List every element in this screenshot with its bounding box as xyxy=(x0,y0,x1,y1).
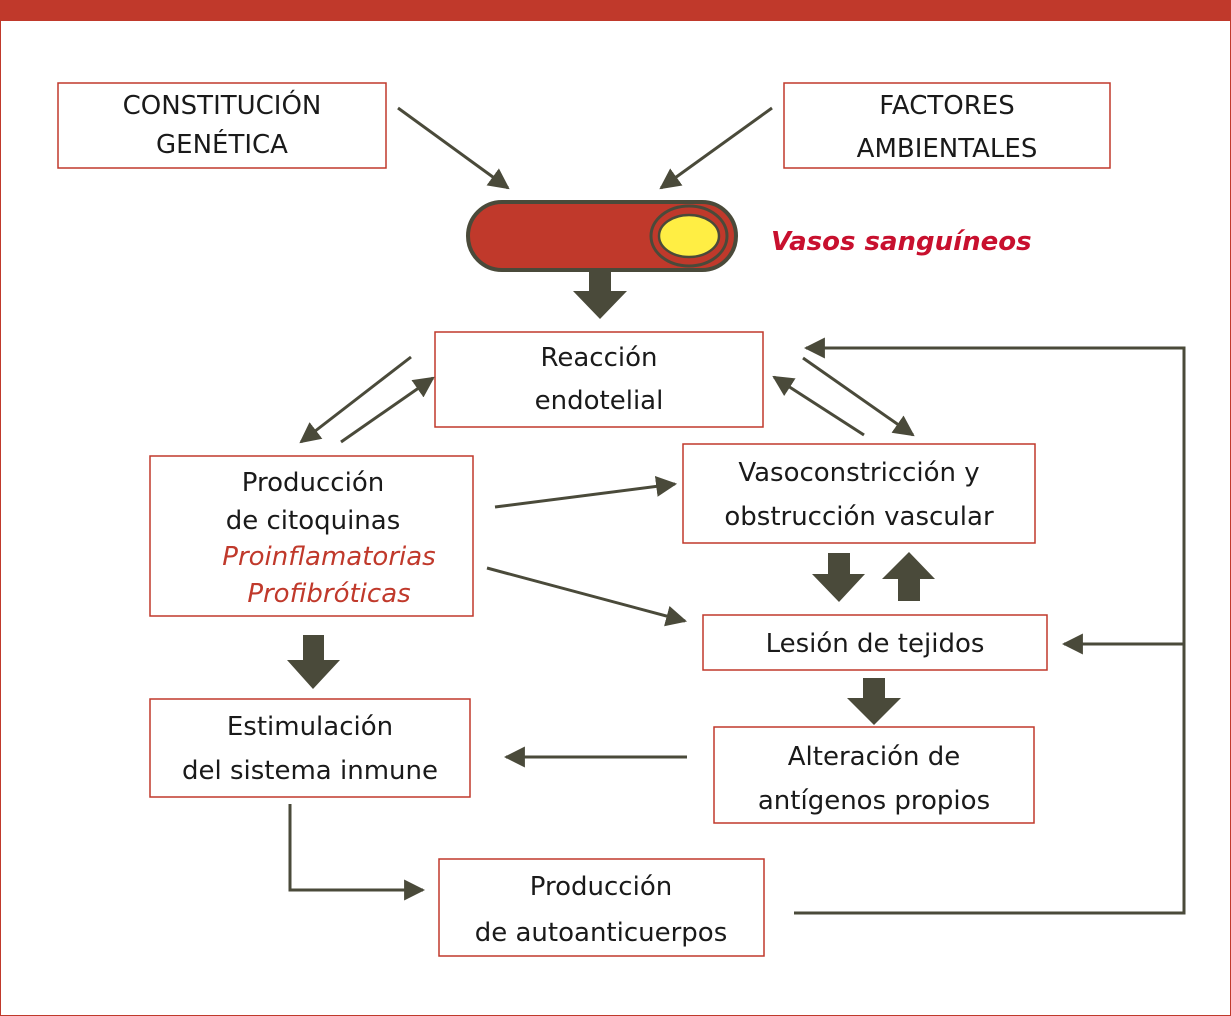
block-arrow-cytokines-to-immune xyxy=(287,635,340,689)
arrow-environmental-to-vessel xyxy=(659,106,773,190)
node-cytokines: Producción de citoquinas Proinflamatoria… xyxy=(149,455,474,617)
node-antigens: Alteración de antígenos propios xyxy=(713,726,1035,824)
node-antigens-line2: antígenos propios xyxy=(758,786,990,816)
node-autoantibodies: Producción de autoanticuerpos xyxy=(438,858,765,957)
arrow-cytokines-to-endothelial xyxy=(340,376,435,444)
block-arrow-tissue-to-antigens xyxy=(847,678,901,725)
arrow-cytokines-to-vasoconstriction xyxy=(494,475,678,509)
block-arrow-tissue-to-vasoconstriction xyxy=(882,552,935,601)
node-immune: Estimulación del sistema inmune xyxy=(149,698,471,798)
node-tissue-injury: Lesión de tejidos xyxy=(702,614,1048,671)
node-genetic-line1: CONSTITUCIÓN xyxy=(123,89,322,121)
arrow-vasoconstriction-to-endothelial xyxy=(772,375,865,437)
blood-vessel-icon xyxy=(466,200,738,272)
title-band xyxy=(1,1,1230,21)
node-environmental-line2: AMBIENTALES xyxy=(857,134,1038,164)
arrow-cytokines-to-tissue-injury xyxy=(486,566,688,627)
node-vasoconstriction-line2: obstrucción vascular xyxy=(724,502,994,532)
node-autoantibodies-line1: Producción xyxy=(530,872,672,902)
node-cytokines-proinflammatory: Proinflamatorias xyxy=(222,542,435,572)
block-arrow-vessel-to-endothelial xyxy=(573,270,627,319)
node-cytokines-line2: de citoquinas xyxy=(226,506,401,536)
block-arrow-vasoconstriction-to-tissue xyxy=(812,553,865,602)
node-vasoconstriction: Vasoconstricción y obstrucción vascular xyxy=(682,443,1036,544)
node-cytokines-line1: Producción xyxy=(242,468,384,498)
node-antigens-line1: Alteración de xyxy=(788,742,961,772)
node-genetic-line2: GENÉTICA xyxy=(156,128,288,160)
node-endothelial-line1: Reacción xyxy=(540,343,657,373)
node-endothelial-line2: endotelial xyxy=(535,386,664,416)
arrow-genetic-to-vessel xyxy=(397,106,510,190)
node-environmental-line1: FACTORES xyxy=(879,91,1014,121)
node-tissue-injury-label: Lesión de tejidos xyxy=(766,629,985,659)
arrow-endothelial-to-cytokines xyxy=(299,355,412,444)
arrow-endothelial-to-vasoconstriction xyxy=(802,356,915,437)
node-endothelial: Reacción endotelial xyxy=(434,331,764,428)
vessels-label: Vasos sanguíneos xyxy=(771,227,1032,257)
node-genetic: CONSTITUCIÓN GENÉTICA xyxy=(57,82,387,169)
node-vasoconstriction-line1: Vasoconstricción y xyxy=(738,458,979,488)
node-autoantibodies-line2: de autoanticuerpos xyxy=(475,918,728,948)
node-immune-line1: Estimulación xyxy=(227,712,393,742)
node-environmental: FACTORES AMBIENTALES xyxy=(783,82,1111,169)
node-cytokines-profibrotic: Profibróticas xyxy=(247,579,410,609)
node-immune-line2: del sistema inmune xyxy=(182,756,438,786)
arrow-autoantibodies-feedback-endothelial xyxy=(794,337,1186,915)
arrow-immune-to-autoantibodies xyxy=(288,804,426,901)
